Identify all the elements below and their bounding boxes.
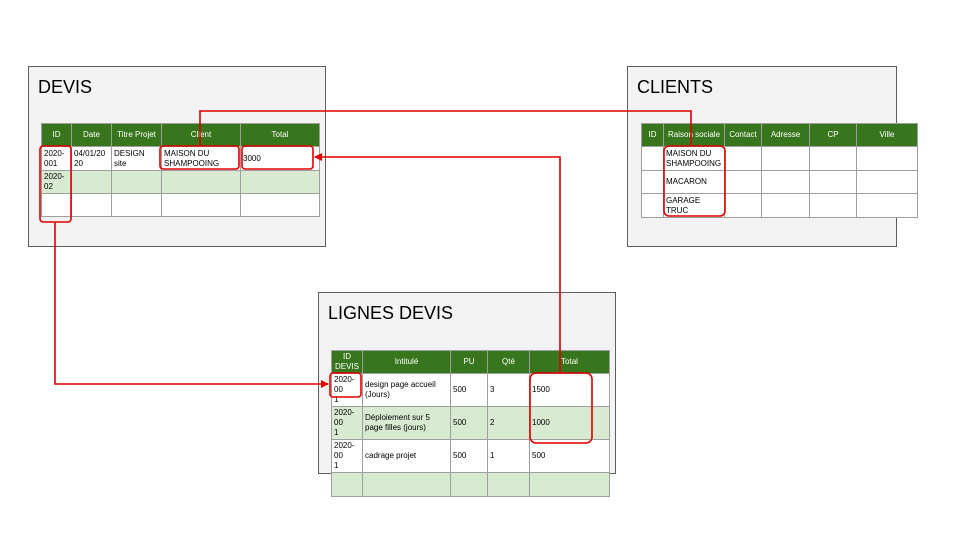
lignes-cell: 500 — [450, 406, 488, 440]
lignes-cell: 1500 — [529, 373, 610, 407]
devis-header-row: ID Date Titre Projet Client Total — [41, 123, 320, 147]
devis-col-total: Total — [240, 123, 320, 147]
clients-cell — [856, 193, 918, 218]
lignes-header-row: ID DEVIS Intitulé PU Qté Total — [331, 350, 610, 374]
lignes-cell — [331, 472, 363, 497]
clients-cell — [641, 193, 664, 218]
clients-cell — [809, 146, 857, 171]
devis-cell: 2020- 001 — [41, 146, 72, 171]
clients-cell — [856, 170, 918, 194]
devis-title: DEVIS — [38, 77, 93, 97]
clients-panel: CLIENTS ID Raison sociale Contact Adress… — [627, 66, 918, 247]
clients-cell — [761, 146, 810, 171]
table-row: 2020-00 1 design page accueil (Jours) 50… — [331, 373, 610, 407]
devis-panel: DEVIS ID Date Titre Projet Client Total … — [28, 66, 326, 247]
clients-header-row: ID Raison sociale Contact Adresse CP Vil… — [641, 123, 918, 147]
lignes-cell: 2020-00 1 — [331, 373, 363, 407]
devis-cell — [111, 193, 162, 217]
clients-cell — [641, 146, 664, 171]
devis-cell — [71, 193, 112, 217]
lignes-cell: 2020-00 1 — [331, 439, 363, 473]
clients-cell: GARAGE TRUC — [663, 193, 725, 218]
lignes-cell: 500 — [450, 373, 488, 407]
lignes-cell: cadrage projet — [362, 439, 451, 473]
devis-cell: 2020- 02 — [41, 170, 72, 194]
lignes-cell: Déploiement sur 5 page filles (jours) — [362, 406, 451, 440]
devis-col-titre: Titre Projet — [111, 123, 162, 147]
clients-cell — [761, 193, 810, 218]
lignes-devis-table: ID DEVIS Intitulé PU Qté Total 2020-00 1… — [331, 350, 610, 497]
clients-cell — [641, 170, 664, 194]
devis-cell — [161, 170, 241, 194]
lignes-devis-title: LIGNES DEVIS — [328, 303, 454, 323]
devis-cell — [161, 193, 241, 217]
clients-title: CLIENTS — [637, 77, 714, 97]
devis-col-id: ID — [41, 123, 72, 147]
devis-col-client: Client — [161, 123, 241, 147]
clients-cell — [761, 170, 810, 194]
table-row: GARAGE TRUC — [641, 193, 918, 218]
lignes-cell: 3 — [487, 373, 530, 407]
table-row: 2020- 02 — [41, 170, 320, 194]
lignes-cell — [362, 472, 451, 497]
devis-cell: DESIGN site — [111, 146, 162, 171]
clients-cell — [724, 170, 762, 194]
lignes-col-qte: Qté — [487, 350, 530, 374]
table-row: 2020- 001 04/01/20 20 DESIGN site MAISON… — [41, 146, 320, 171]
lignes-cell: design page accueil (Jours) — [362, 373, 451, 407]
lignes-cell — [487, 472, 530, 497]
clients-col-adresse: Adresse — [761, 123, 810, 147]
devis-cell: 04/01/20 20 — [71, 146, 112, 171]
devis-cell — [240, 170, 320, 194]
table-row — [331, 472, 610, 497]
lignes-cell: 1000 — [529, 406, 610, 440]
devis-col-date: Date — [71, 123, 112, 147]
clients-cell — [724, 193, 762, 218]
lignes-cell: 500 — [450, 439, 488, 473]
lignes-devis-panel: LIGNES DEVIS ID DEVIS Intitulé PU Qté To… — [318, 292, 616, 497]
clients-cell — [809, 170, 857, 194]
clients-col-ville: Ville — [856, 123, 918, 147]
clients-table: ID Raison sociale Contact Adresse CP Vil… — [641, 123, 918, 218]
lignes-cell — [450, 472, 488, 497]
table-row: 2020-00 1 Déploiement sur 5 page filles … — [331, 406, 610, 440]
lignes-col-intitule: Intitulé — [362, 350, 451, 374]
lignes-cell: 2020-00 1 — [331, 406, 363, 440]
table-row: MACARON — [641, 170, 918, 194]
lignes-col-pu: PU — [450, 350, 488, 374]
devis-cell — [111, 170, 162, 194]
devis-cell — [240, 193, 320, 217]
table-row: 2020-00 1 cadrage projet 500 1 500 — [331, 439, 610, 473]
clients-cell — [856, 146, 918, 171]
clients-cell — [809, 193, 857, 218]
table-row — [41, 193, 320, 217]
lignes-col-total: Total — [529, 350, 610, 374]
clients-col-id: ID — [641, 123, 664, 147]
clients-cell — [724, 146, 762, 171]
devis-cell — [71, 170, 112, 194]
clients-cell: MAISON DU SHAMPOOING — [663, 146, 725, 171]
devis-table: ID Date Titre Projet Client Total 2020- … — [41, 123, 320, 217]
lignes-col-id-devis: ID DEVIS — [331, 350, 363, 374]
clients-col-cp: CP — [809, 123, 857, 147]
devis-cell — [41, 193, 72, 217]
clients-col-contact: Contact — [724, 123, 762, 147]
clients-cell: MACARON — [663, 170, 725, 194]
clients-col-raison: Raison sociale — [663, 123, 725, 147]
lignes-cell: 500 — [529, 439, 610, 473]
devis-cell: 3000 — [240, 146, 320, 171]
lignes-cell: 1 — [487, 439, 530, 473]
table-row: MAISON DU SHAMPOOING — [641, 146, 918, 171]
devis-cell: MAISON DU SHAMPOOING — [161, 146, 241, 171]
lignes-cell — [529, 472, 610, 497]
lignes-cell: 2 — [487, 406, 530, 440]
